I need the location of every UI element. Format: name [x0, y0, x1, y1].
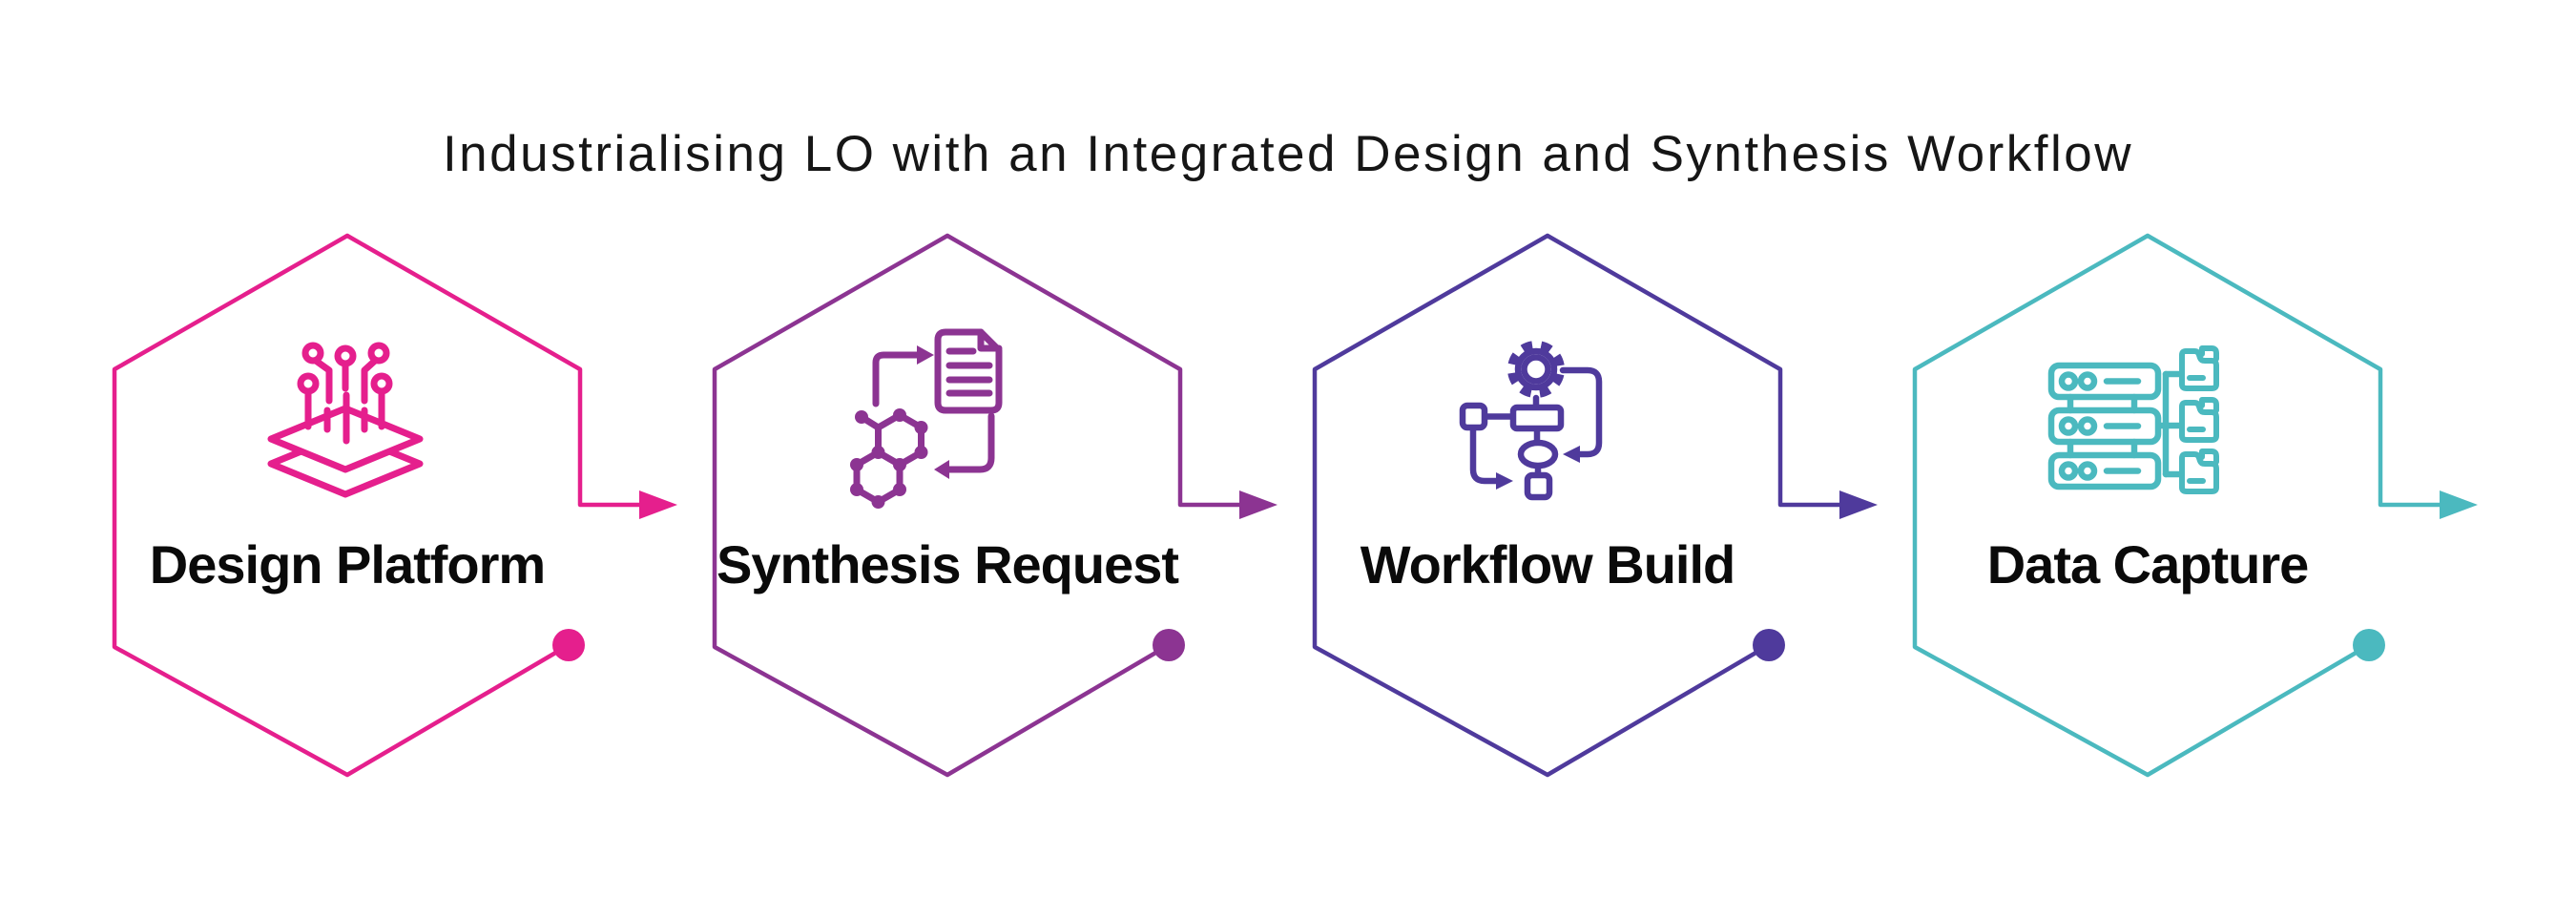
stage-label-synthesis-request: Synthesis Request — [716, 534, 1179, 595]
flow-arrowhead — [639, 490, 677, 519]
connector-dot — [1753, 629, 1785, 661]
loop-arrowhead-right — [1563, 446, 1580, 463]
connector-dot — [552, 629, 585, 661]
flow-arrowhead — [1839, 490, 1878, 519]
hexagon-outline — [1912, 233, 2372, 778]
molecule-ring — [853, 448, 904, 506]
hexagon-outline — [1312, 233, 1772, 778]
stage-synthesis-request — [712, 233, 1278, 778]
gear-hole — [1521, 354, 1551, 385]
connector-dot — [1153, 629, 1185, 661]
hexagon-outline — [712, 233, 1172, 778]
folder-icon — [2179, 397, 2219, 443]
flow-arrow — [344, 233, 646, 508]
stage-data-capture — [1912, 233, 2478, 778]
hexagon-outline — [112, 233, 571, 778]
folder-icon — [2179, 448, 2219, 494]
document-body — [934, 328, 1003, 414]
stage-label-workflow-build: Workflow Build — [1360, 534, 1736, 595]
stage-design-platform — [112, 233, 677, 778]
server-leds — [2058, 371, 2142, 481]
gear-flowchart-icon — [1459, 341, 1603, 501]
cycle-arrowhead-up — [917, 345, 934, 365]
flow-arrow — [1545, 233, 1846, 508]
folder-icon — [2179, 345, 2219, 391]
flowchart-end-node — [1524, 471, 1553, 501]
stage-workflow-build — [1312, 233, 1878, 778]
document-fold — [977, 328, 1003, 352]
flow-arrow — [945, 233, 1246, 508]
loop-arrow-right — [1559, 366, 1603, 458]
cycle-arrow-up — [872, 351, 921, 407]
molecule-document-cycle-icon — [850, 328, 1003, 509]
flow-arrowhead — [1239, 490, 1278, 519]
cycle-arrowhead-down — [934, 460, 949, 479]
stage-label-design-platform: Design Platform — [149, 534, 546, 595]
cycle-arrow-down — [945, 412, 995, 473]
molecule-atoms — [850, 408, 928, 509]
flow-arrow — [2145, 233, 2446, 508]
circuit-platform-icon — [267, 342, 424, 498]
diagram-title: Industrialising LO with an Integrated De… — [442, 126, 2134, 182]
loop-arrowhead-left — [1496, 472, 1513, 490]
flowchart-start-node — [1459, 402, 1488, 431]
stage-label-data-capture: Data Capture — [1986, 534, 2310, 595]
connector-dot — [2353, 629, 2385, 661]
loop-arrow-left — [1469, 424, 1500, 485]
flowchart-decision-oval — [1517, 439, 1559, 469]
server-folders-icon — [2047, 345, 2219, 494]
flow-arrowhead — [2440, 490, 2478, 519]
flowchart-process-box — [1509, 404, 1565, 432]
